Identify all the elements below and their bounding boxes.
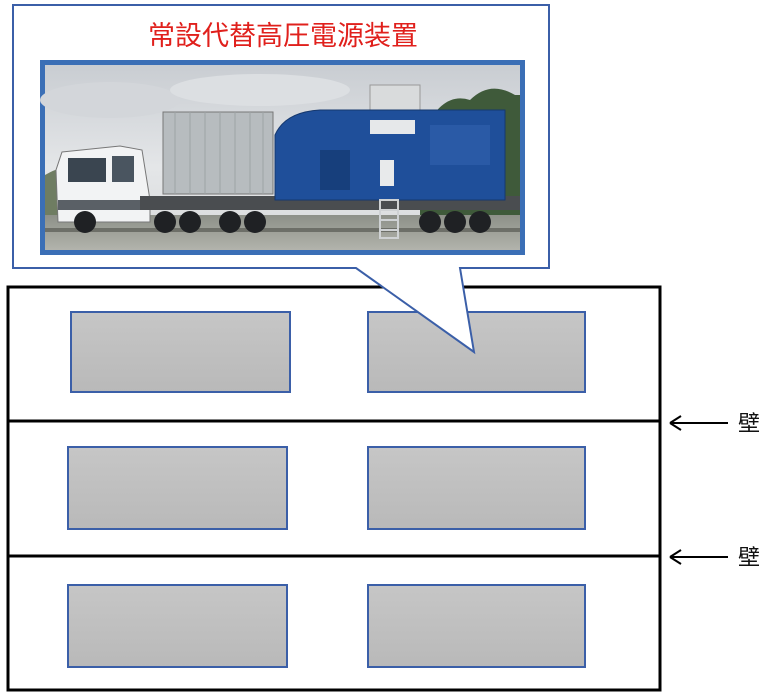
left-arrow-icon xyxy=(669,549,728,565)
callout: 常設代替高圧電源装置 xyxy=(12,4,550,355)
power-unit-zone1-left xyxy=(70,311,291,393)
wall-label-1: 壁 xyxy=(669,412,760,437)
power-unit-zone3-right xyxy=(367,584,586,668)
wall-label-text: 壁 xyxy=(738,546,760,571)
truck-mounted-generator-photo xyxy=(40,65,520,250)
power-unit-zone3-left xyxy=(67,584,288,668)
building-plan xyxy=(6,285,662,692)
wall-label-text: 壁 xyxy=(738,412,760,437)
power-unit-zone1-right xyxy=(367,311,586,393)
container-box xyxy=(162,111,274,195)
callout-title: 常設代替高圧電源装置 xyxy=(148,21,418,52)
power-unit-zone2-left xyxy=(67,446,288,530)
left-arrow-icon xyxy=(669,415,728,431)
wall-label-2: 壁 xyxy=(669,546,760,571)
power-unit-zone2-right xyxy=(367,446,586,530)
